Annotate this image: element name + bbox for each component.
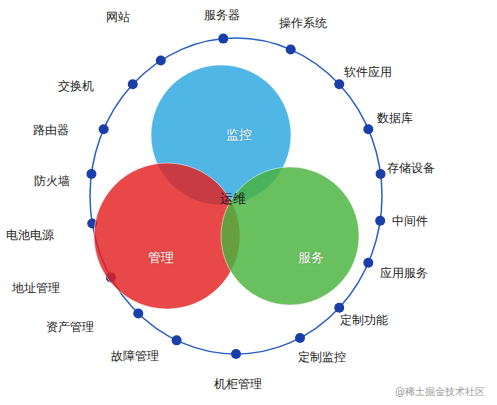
center-label: 运维	[220, 190, 246, 208]
circle-shape	[220, 166, 360, 306]
circle-shape	[93, 162, 241, 310]
ring-item-label: 交换机	[58, 78, 94, 95]
ring-dot	[218, 34, 228, 44]
circle-label: 服务	[298, 249, 324, 267]
ring-dot	[128, 79, 138, 89]
ring-dot	[156, 56, 166, 66]
ring-item-label: 定制功能	[340, 312, 388, 329]
ring-item-label: 故障管理	[111, 348, 159, 365]
ring-item-label: 网站	[106, 9, 130, 26]
circle-label: 监控	[226, 126, 252, 144]
ring-item-label: 软件应用	[344, 64, 392, 81]
ring-dot	[376, 169, 386, 179]
watermark: @稀土掘金技术社区	[395, 385, 485, 399]
ring-dot	[295, 333, 305, 343]
ring-item-label: 资产管理	[46, 319, 94, 336]
ring-item-label: 存储设备	[387, 160, 435, 177]
ring-dot	[375, 216, 385, 226]
ring-dot	[363, 124, 373, 134]
ring-item-label: 中间件	[392, 213, 428, 230]
ring-dot	[286, 45, 296, 55]
ring-dot	[86, 169, 96, 179]
ring-dot	[363, 258, 373, 268]
ring-dot	[231, 349, 241, 359]
ring-item-label: 电池电源	[6, 227, 54, 244]
ring-item-label: 服务器	[204, 7, 240, 24]
ring-dot	[99, 124, 109, 134]
ring-item-label: 防火墙	[34, 173, 70, 190]
ring-item-label: 机柜管理	[214, 376, 262, 393]
service-circle: 服务	[220, 166, 360, 306]
ring-item-label: 数据库	[377, 110, 413, 127]
manage-circle: 管理	[93, 162, 241, 310]
ring-dot	[334, 303, 344, 313]
ring-item-label: 操作系统	[279, 15, 327, 32]
ring-dot	[334, 79, 344, 89]
ring-item-label: 应用服务	[380, 265, 428, 282]
ring-dot	[172, 335, 182, 345]
ring-item-label: 定制监控	[298, 349, 346, 366]
outer-ring	[90, 38, 382, 354]
ring-dot	[133, 308, 143, 318]
circle-label: 管理	[148, 249, 174, 267]
ring-item-label: 地址管理	[12, 280, 60, 297]
ring-item-label: 路由器	[33, 122, 69, 139]
